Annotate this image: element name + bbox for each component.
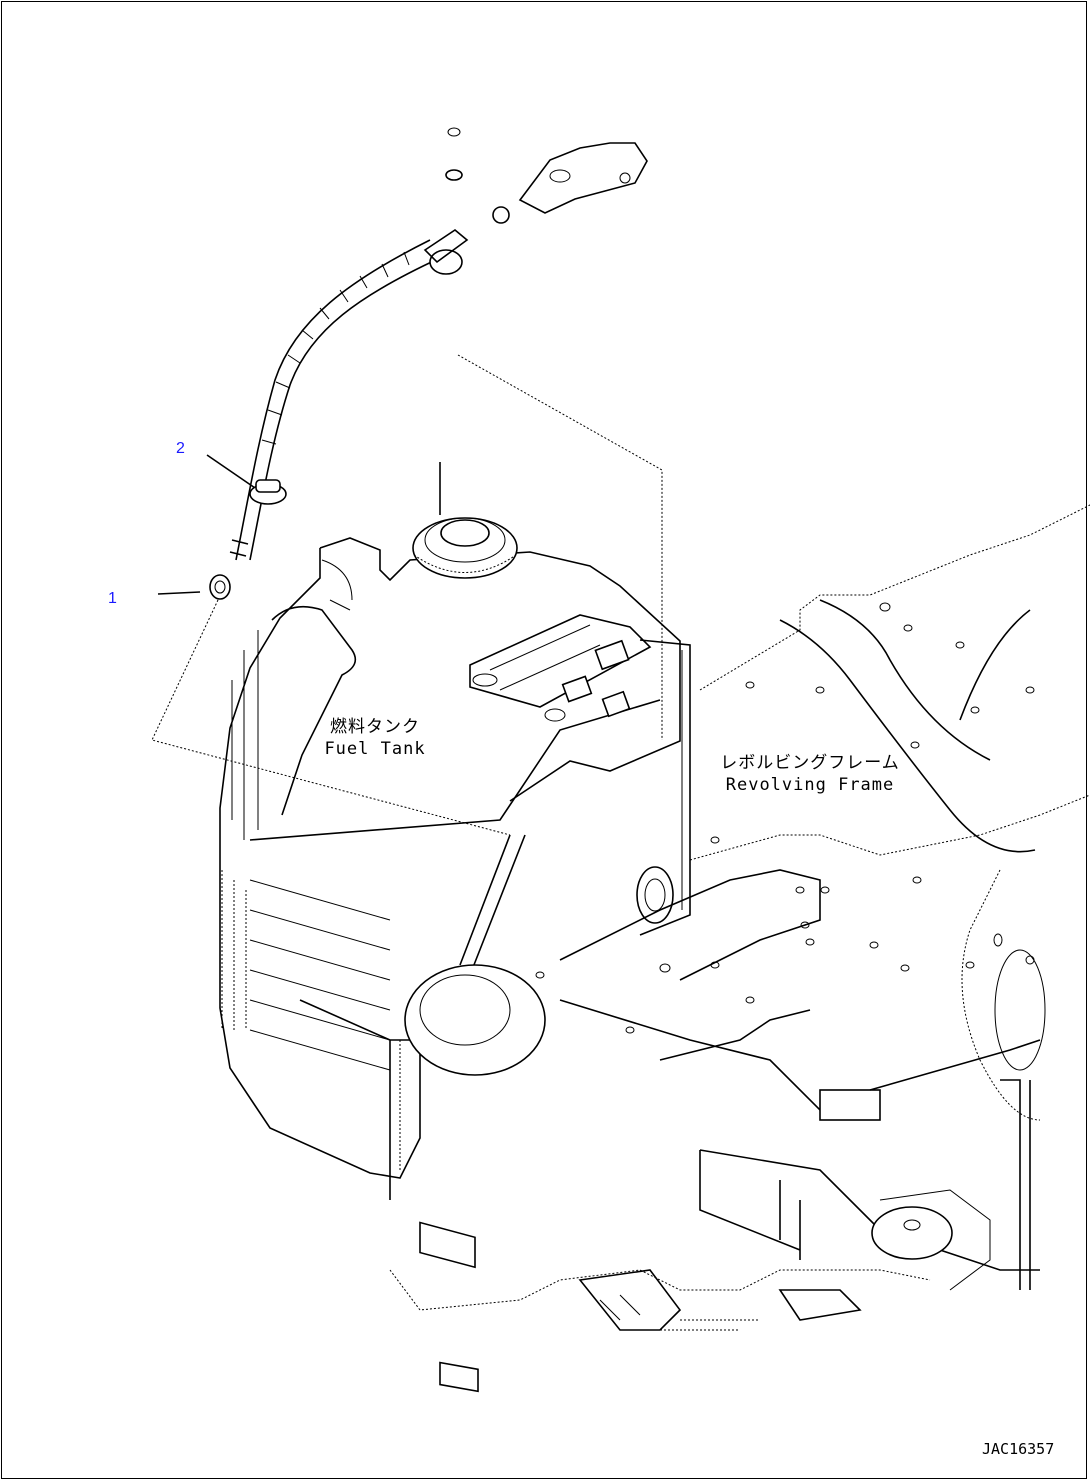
leader-1 (157, 591, 201, 595)
boom-foot-boss (871, 1206, 953, 1260)
callout-1[interactable]: 1 (108, 590, 117, 607)
drawing-code: JAC16357 (982, 1440, 1055, 1458)
leader-lines (151, 354, 663, 836)
fuel-tank-label: 燃料タンク Fuel Tank (310, 716, 440, 760)
leader-2 (206, 454, 259, 491)
fuel-tank-label-en: Fuel Tank (324, 739, 426, 759)
assembly-line-1 (151, 599, 511, 836)
fuel-tank-label-jp: 燃料タンク (330, 717, 420, 737)
revolving-frame-label-jp: レボルビングフレーム (720, 753, 900, 773)
callout-2[interactable]: 2 (176, 440, 185, 457)
breather-fitting (518, 142, 648, 214)
breather-hose (209, 127, 648, 600)
frame-bolt-holes (535, 602, 1035, 1034)
swing-ring (404, 964, 546, 1076)
revolving-frame-label: レボルビングフレーム Revolving Frame (700, 752, 920, 796)
fuel-tank (219, 462, 691, 1269)
revolving-frame (389, 504, 1090, 1393)
revolving-frame-label-en: Revolving Frame (725, 775, 895, 795)
hose-clamp-1 (209, 574, 231, 600)
